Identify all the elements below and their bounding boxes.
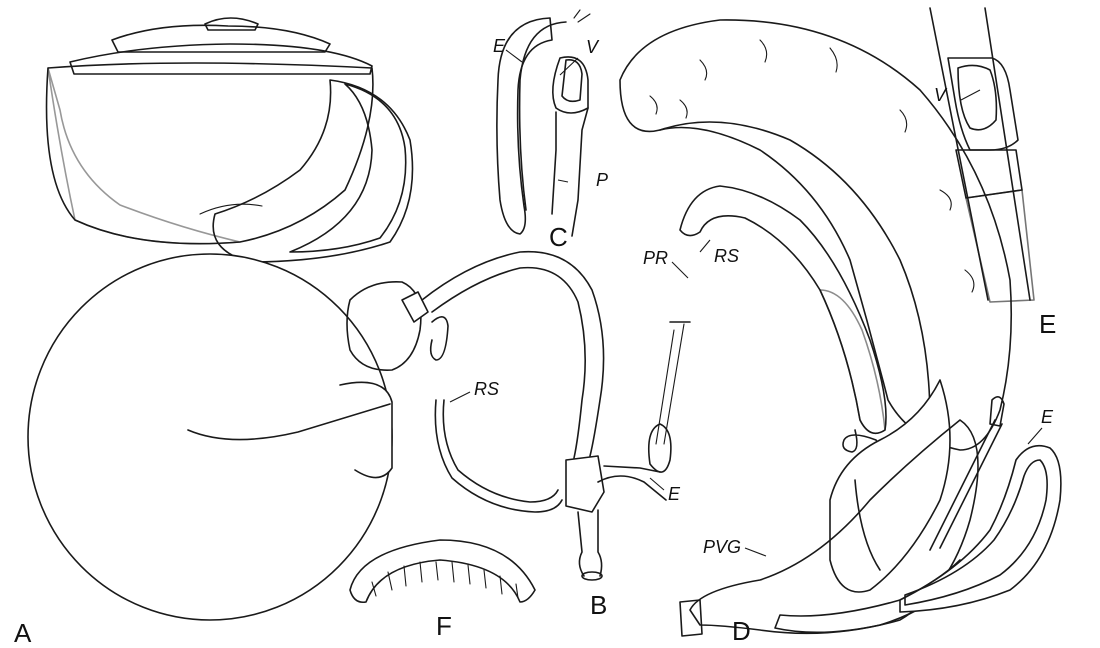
- label-c-v: V: [586, 37, 600, 57]
- panel-label-d: D: [732, 616, 751, 646]
- label-c-p: P: [596, 170, 608, 190]
- shell-side-view: [47, 18, 413, 262]
- label-b-e: E: [668, 484, 681, 504]
- genitalia-enlarged-drawing: [620, 20, 1061, 636]
- radula-row-drawing: [350, 540, 535, 602]
- panel-label-e: E: [1039, 309, 1056, 339]
- reproductive-system-drawing: [347, 252, 690, 580]
- label-c-e: E: [493, 36, 506, 56]
- panel-label-b: B: [590, 590, 607, 620]
- panel-label-c: C: [549, 222, 568, 252]
- label-b-rs: RS: [474, 379, 499, 399]
- penis-complex-drawing: [497, 10, 590, 236]
- label-d-pvg: PVG: [703, 537, 741, 557]
- label-d-rs: RS: [714, 246, 739, 266]
- label-e-v: V: [934, 85, 948, 105]
- panel-label-f: F: [436, 611, 452, 641]
- label-b-pr: PR: [643, 248, 668, 268]
- label-d-e: E: [1041, 407, 1054, 427]
- shell-basal-view: [28, 254, 392, 620]
- panel-label-a: A: [14, 618, 32, 648]
